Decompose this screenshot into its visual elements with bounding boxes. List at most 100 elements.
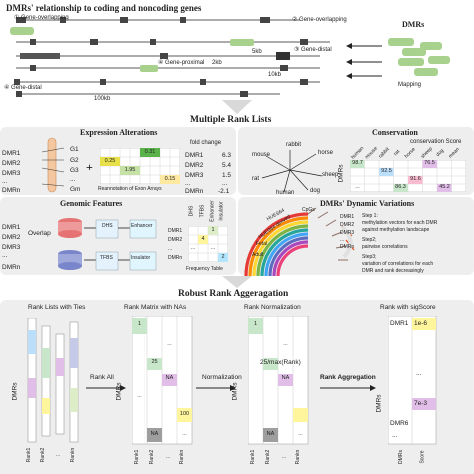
- sig-row-ellipsis: ...: [416, 370, 422, 377]
- rm-cell-6: ...: [167, 341, 172, 347]
- section-title-multiple-rank-lists: Multiple Rank Lists: [190, 115, 272, 125]
- rm-cell-3: NA: [165, 375, 174, 381]
- cons-cell-1: 98.7: [352, 160, 363, 166]
- ring-label-adult: Adult: [252, 252, 264, 258]
- expr-title: Expression Alterations: [80, 128, 158, 137]
- expr-cell-3: 1.95: [124, 167, 136, 173]
- down-arrow-2: [222, 276, 252, 288]
- species-sheep: sheep: [322, 172, 339, 178]
- geno-col-enhancer: Enhancer: [209, 200, 216, 222]
- rank-col-2-b: Rank2: [149, 449, 156, 465]
- chromosome-graphic: [41, 137, 65, 193]
- rra-stage-3-label: Rank Normalization: [244, 304, 301, 311]
- expr-gene-1: G1: [70, 146, 79, 153]
- expr-grid: [100, 148, 180, 184]
- geno-col-dhs: DHS: [188, 205, 195, 217]
- rn-cell-4: NA: [266, 431, 275, 437]
- rn-cell-5: ...: [283, 341, 288, 347]
- rn-cell-3: NA: [281, 375, 290, 381]
- gene-tracks-diagram: [10, 17, 450, 97]
- sig-row-score-2: 7e-3: [414, 400, 428, 407]
- dyn-dmr-3: DMR3: [340, 230, 355, 236]
- rra-dmrs-axis-4: DMRs: [375, 394, 383, 413]
- dyn-step-1: Step 1:: [362, 213, 378, 219]
- geno-db-icons: [58, 218, 157, 271]
- dmrs-label: DMRs: [402, 20, 425, 29]
- rra-stage-1-label: Rank Lists with Ties: [28, 304, 86, 311]
- arrow-rank-all: [86, 385, 126, 391]
- geno-cell-1: 1: [211, 227, 215, 233]
- dyn-step-1-line-1: methylation vectors for each DMR: [362, 220, 438, 226]
- geno-title: Genomic Features: [60, 199, 123, 208]
- dyn-step-2: Step2;: [362, 237, 377, 243]
- label-10kb: 10kb: [268, 72, 282, 78]
- cons-cell-5: 86.3: [395, 184, 406, 190]
- gene-label-overlapping-2: ② Gene-overlapping: [292, 17, 347, 23]
- rra-dmrs-axis-1: DMRs: [11, 382, 19, 401]
- rank-col-n-b: Rankn: [179, 449, 186, 465]
- expr-gene-3: G3: [70, 167, 79, 174]
- rank-col-2-a: Rank2: [40, 447, 47, 463]
- cons-score-title: conservation Score: [410, 139, 462, 145]
- expr-dmr-1: DMR1: [2, 150, 21, 157]
- fc-row-2-val: 5.4: [222, 162, 232, 169]
- cons-cell-ellipsis: ...: [355, 184, 360, 190]
- fc-row-5-name: DMRn: [185, 188, 204, 195]
- rra-stage-4-label: Rank with sigScore: [380, 304, 436, 311]
- phylo-star: [261, 150, 323, 193]
- rank-lists-bars: [27, 318, 79, 443]
- rn-cell-2: 25/max(Rank): [260, 359, 301, 366]
- geno-dmr-2: DMR2: [2, 234, 21, 241]
- rank-normalization-matrix: [248, 316, 309, 445]
- rra-stage-2-label: Rank Matrix with NAs: [124, 304, 187, 311]
- fc-row-4-val: ...: [222, 180, 228, 187]
- ring-label-fetal: Fetal: [256, 241, 268, 247]
- geno-dmr-3: DMR3: [2, 244, 21, 251]
- fc-row-2-name: DMR2: [185, 162, 204, 169]
- gene-label-distal-4: ④ Gene-distal: [4, 85, 42, 91]
- feature-label-insulator: Insulator: [131, 255, 151, 261]
- expr-gene-m: Gm: [70, 186, 81, 193]
- rra-dmrs-axis-2: DMRs: [115, 382, 123, 401]
- expr-gene-2: G2: [70, 157, 79, 164]
- rm-cell-2: 25: [151, 359, 158, 365]
- arrow-label-rank-aggregation: Rank Aggregation: [320, 374, 376, 381]
- rm-cell-4: NA: [150, 431, 159, 437]
- dyn-curved-arrow: [340, 225, 353, 259]
- dyn-dmr-n: DMRn: [340, 244, 355, 250]
- rank-col-ellipsis-b: ...: [166, 454, 171, 460]
- rm-cell-1: 1: [137, 321, 142, 327]
- sig-row-1-score: 1e-6: [414, 320, 428, 327]
- rm-cell-7: ...: [137, 393, 142, 399]
- gene-label-proximal: ④ Gene-proximal: [158, 60, 205, 66]
- ring-label-cpgs: CpGs: [302, 207, 315, 213]
- expr-cell-1: 0.31: [144, 149, 156, 155]
- feature-label-enhancer: Enhancer: [131, 223, 153, 229]
- expr-dmr-n: DMRn: [2, 187, 21, 194]
- geno-col-tfbs: TFBS: [199, 204, 206, 218]
- arrow-rank-aggregation: [320, 385, 376, 391]
- dyn-dmr-2: DMR2: [340, 222, 355, 228]
- dyn-step-3-line-2: DMR and rank decreasingly: [362, 268, 424, 274]
- expr-dmr-ellipsis: ...: [2, 178, 8, 185]
- label-100kb: 100kb: [94, 96, 111, 102]
- fold-change-title: fold change: [190, 140, 222, 146]
- dyn-step-2-line: pairwise correlations: [362, 244, 408, 250]
- fc-row-3-val: 1.5: [222, 172, 232, 179]
- sig-col-dmrs: DMRs: [397, 450, 404, 464]
- rank-col-1-c: Rank1: [250, 449, 257, 465]
- rm-cell-5: 100: [179, 411, 190, 417]
- expr-gene-ellipsis: ...: [70, 176, 76, 183]
- dyn-dmr-1: DMR1: [340, 214, 355, 220]
- rn-cell-1: 1: [253, 321, 258, 327]
- sigscore-table: [388, 316, 437, 445]
- geno-dmr-n: DMRn: [2, 264, 21, 271]
- arrow-label-normalization: Normalization: [202, 374, 242, 381]
- gene-label-overlapping-1: ① Gene-overlapping: [14, 15, 69, 21]
- species-dog: dog: [310, 188, 321, 194]
- species-human: human: [276, 190, 295, 196]
- label-2kb: 2kb: [212, 60, 222, 66]
- cons-cell-3: 76.5: [424, 160, 435, 166]
- geno-row-4: DMRn: [168, 255, 183, 261]
- cons-cell-6: 45.2: [439, 184, 450, 190]
